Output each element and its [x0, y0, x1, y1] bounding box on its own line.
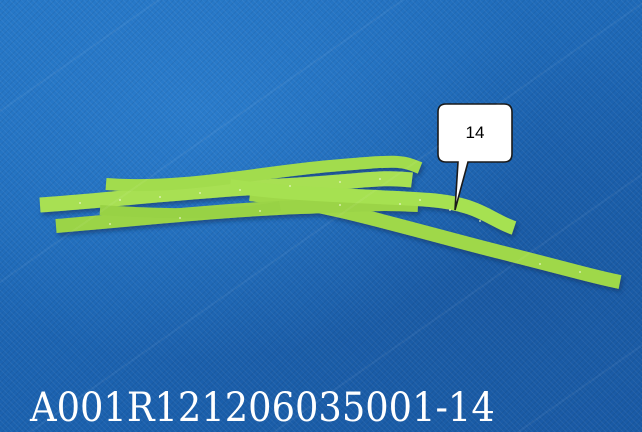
tape-strip: [105, 155, 423, 192]
tape-strip: [99, 201, 282, 219]
callout-number: 14: [465, 123, 485, 142]
sample-id-caption: A001R121206035001-14: [30, 385, 495, 431]
tape-strip: [229, 179, 517, 235]
